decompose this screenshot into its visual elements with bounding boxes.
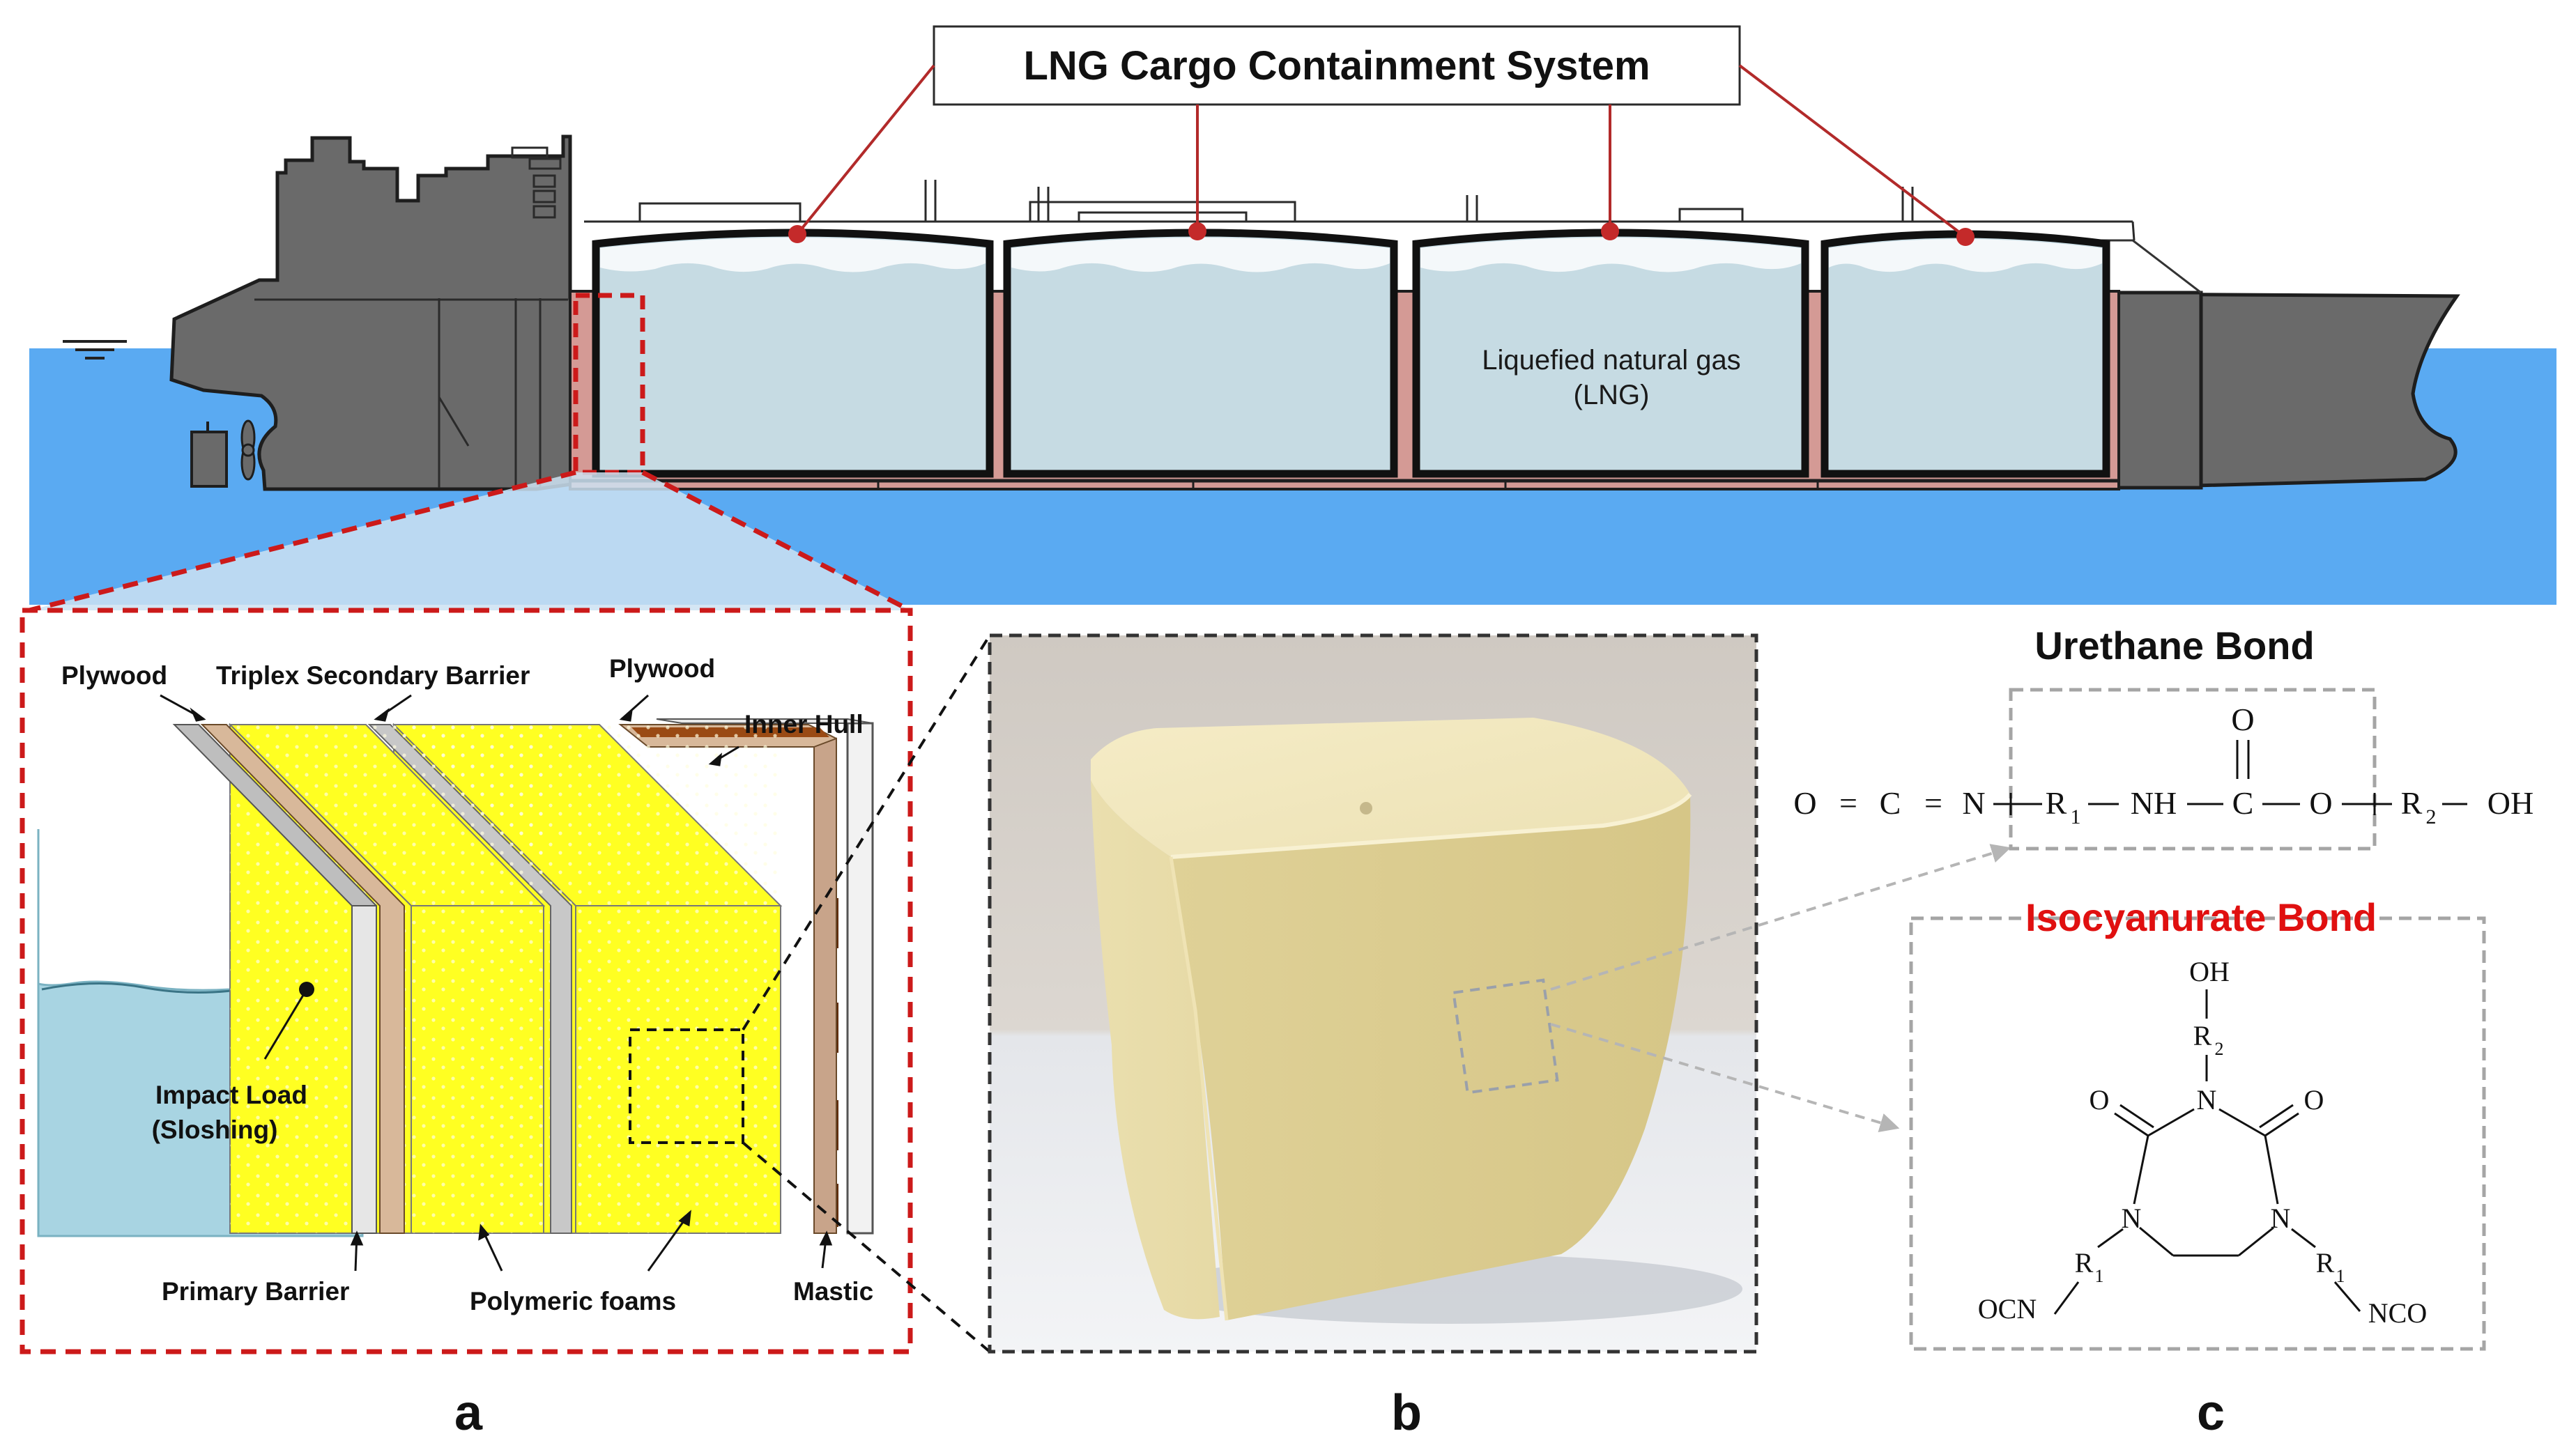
- u-n1: N: [1962, 785, 1985, 821]
- i-o-left: O: [2090, 1084, 2110, 1115]
- tank-4-marker: [1956, 228, 1975, 246]
- i-n-right: N: [2271, 1203, 2291, 1234]
- foam-detail-marker: [629, 1028, 744, 1144]
- bridge-windows: [511, 146, 562, 219]
- isocyanurate-structure: OH R 2 N: [1978, 956, 2427, 1329]
- i-n-left: N: [2122, 1203, 2142, 1234]
- isocyanurate-title: Isocyanurate Bond: [2025, 895, 2377, 939]
- i-r2-sub: 2: [2215, 1039, 2224, 1059]
- deck-outline: [584, 180, 2136, 241]
- u-oh: OH: [2487, 785, 2533, 821]
- label-plywood-left: Plywood: [61, 661, 167, 690]
- isocyanurate-box: [1909, 916, 2486, 1351]
- label-triplex: Triplex Secondary Barrier: [216, 661, 530, 690]
- tank-1-marker: [788, 225, 806, 243]
- panel-b: [988, 633, 1758, 1354]
- bow-bulkhead: [2110, 291, 2203, 490]
- panel-a: Plywood Triplex Secondary Barrier Plywoo…: [20, 608, 913, 1354]
- panel-c: Urethane Bond O O = C = N R 1 NH C O R 2: [1793, 624, 2533, 1351]
- propeller: [240, 419, 256, 481]
- i-r2: R: [2193, 1020, 2212, 1051]
- cube-right: [1171, 794, 1691, 1320]
- insulation-layers: [172, 718, 874, 1235]
- tank-3-marker: [1601, 222, 1619, 240]
- lng-label-line1: Liquefied natural gas: [1482, 345, 1740, 376]
- label-impact-1: Impact Load: [155, 1081, 307, 1109]
- u-o2: O: [2309, 785, 2332, 821]
- foam-cube: [1091, 718, 1692, 1321]
- zoom-a-to-b: [742, 634, 991, 1353]
- u-eq2: =: [1924, 785, 1942, 821]
- zoom-projection: [29, 470, 912, 613]
- cube-top: [1091, 718, 1690, 857]
- panel-letter-b: b: [1391, 1385, 1422, 1441]
- tank-2-marker: [1188, 222, 1206, 240]
- tank-4: [1820, 230, 2110, 478]
- u-c1: C: [1880, 785, 1901, 821]
- lng-tanks: [592, 229, 2110, 478]
- panel-letter-c: c: [2197, 1385, 2225, 1441]
- u-r2-sub: 2: [2426, 805, 2437, 828]
- label-inner-hull: Inner Hull: [744, 710, 864, 739]
- urethane-highlight-box: [2009, 688, 2377, 851]
- i-oh: OH: [2189, 956, 2230, 987]
- plywood-left: [200, 724, 405, 1234]
- i-n-top: N: [2197, 1084, 2217, 1115]
- u-r2: R: [2401, 785, 2423, 821]
- u-o1: O: [1793, 785, 1816, 821]
- label-impact-2: (Sloshing): [152, 1115, 278, 1144]
- panel-a-arrows: [160, 694, 833, 1272]
- i-r1-left-sub: 1: [2095, 1266, 2104, 1286]
- label-plywood-right: Plywood: [609, 654, 715, 683]
- ship-section: Liquefied natural gas (LNG) LNG Cargo Co…: [29, 25, 2556, 605]
- i-ocn: OCN: [1978, 1293, 2037, 1324]
- u-r1-sub: 1: [2071, 805, 2081, 828]
- cube-left: [1091, 780, 1220, 1320]
- tank-2: [1003, 229, 1398, 478]
- urethane-title: Urethane Bond: [2034, 624, 2314, 667]
- cube-detail-marker: [1452, 978, 1559, 1095]
- u-o-top: O: [2231, 702, 2254, 737]
- u-c2: C: [2232, 785, 2254, 821]
- zoom-b-to-c: [1550, 844, 2011, 1132]
- title-text: LNG Cargo Containment System: [1023, 43, 1650, 88]
- label-polymeric-foams: Polymeric foams: [470, 1287, 676, 1315]
- label-mastic: Mastic: [793, 1277, 873, 1306]
- i-nco: NCO: [2368, 1297, 2427, 1329]
- i-r1-right: R: [2316, 1247, 2335, 1279]
- u-nh: NH: [2131, 785, 2177, 821]
- title-box: [933, 25, 1741, 106]
- containment-title-callout: LNG Cargo Containment System: [788, 25, 1975, 246]
- urethane-structure: O O = C = N R 1 NH C O R 2 OH: [1793, 702, 2533, 828]
- rudder: [190, 431, 228, 488]
- u-eq1: =: [1839, 785, 1857, 821]
- inner-hull-layer: [846, 722, 874, 1235]
- u-r1: R: [2046, 785, 2067, 821]
- lng-label-line2: (LNG): [1574, 380, 1650, 410]
- label-primary-barrier: Primary Barrier: [162, 1277, 349, 1306]
- panel-letter-a: a: [454, 1385, 483, 1441]
- i-o-right: O: [2304, 1084, 2324, 1115]
- i-r1-right-sub: 1: [2336, 1266, 2345, 1286]
- water-level-symbol: [63, 340, 127, 360]
- i-r1-left: R: [2075, 1247, 2094, 1279]
- panel-b-frame: [988, 633, 1758, 1354]
